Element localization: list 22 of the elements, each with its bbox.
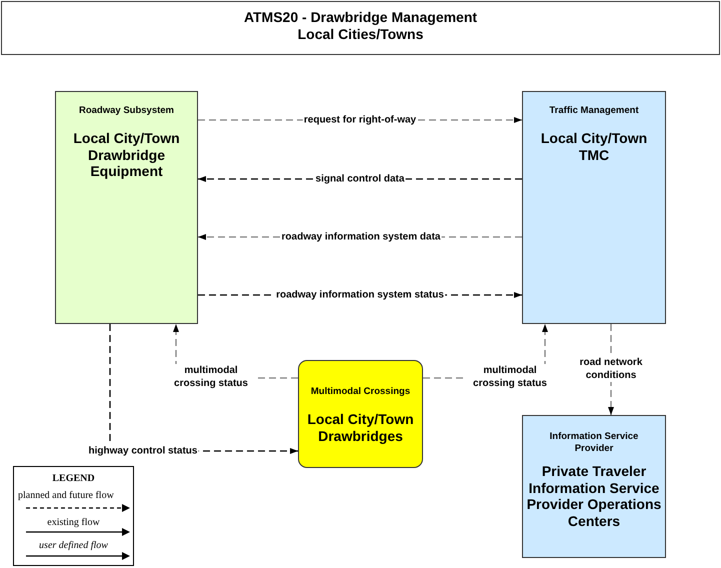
node-category: Traffic Management <box>549 105 639 117</box>
node-title: Local City/Town TMC <box>540 130 648 163</box>
node-title: Private Traveler Information Service Provider Operations Centers <box>526 463 662 529</box>
subsystem-box <box>55 91 198 324</box>
node-title: Local City/Town Drawbridges <box>306 411 415 444</box>
diagram-title: ATMS20 - Drawbridge Management Local Cities/Towns <box>242 9 478 43</box>
legend-label: user defined flow <box>39 540 108 552</box>
terminator-box <box>298 360 423 468</box>
flow-label: roadway information system data <box>280 230 442 244</box>
legend-title: LEGEND <box>52 473 95 485</box>
subsystem-box <box>522 415 666 558</box>
node-category: Information Service Provider <box>548 431 640 455</box>
legend-label: planned and future flow <box>18 490 114 502</box>
flow-label: highway control status <box>88 444 198 458</box>
legend-label: existing flow <box>47 517 100 529</box>
flow-label: roadway information system status <box>275 288 445 302</box>
node-category: Roadway Subsystem <box>78 105 174 117</box>
flow-label: signal control data <box>314 172 406 186</box>
node-title: Local City/Town Drawbridge Equipment <box>72 130 181 180</box>
node-category: Multimodal Crossings <box>310 386 410 398</box>
subsystem-box <box>522 91 666 324</box>
flow-label: request for right-of-way <box>302 114 418 126</box>
